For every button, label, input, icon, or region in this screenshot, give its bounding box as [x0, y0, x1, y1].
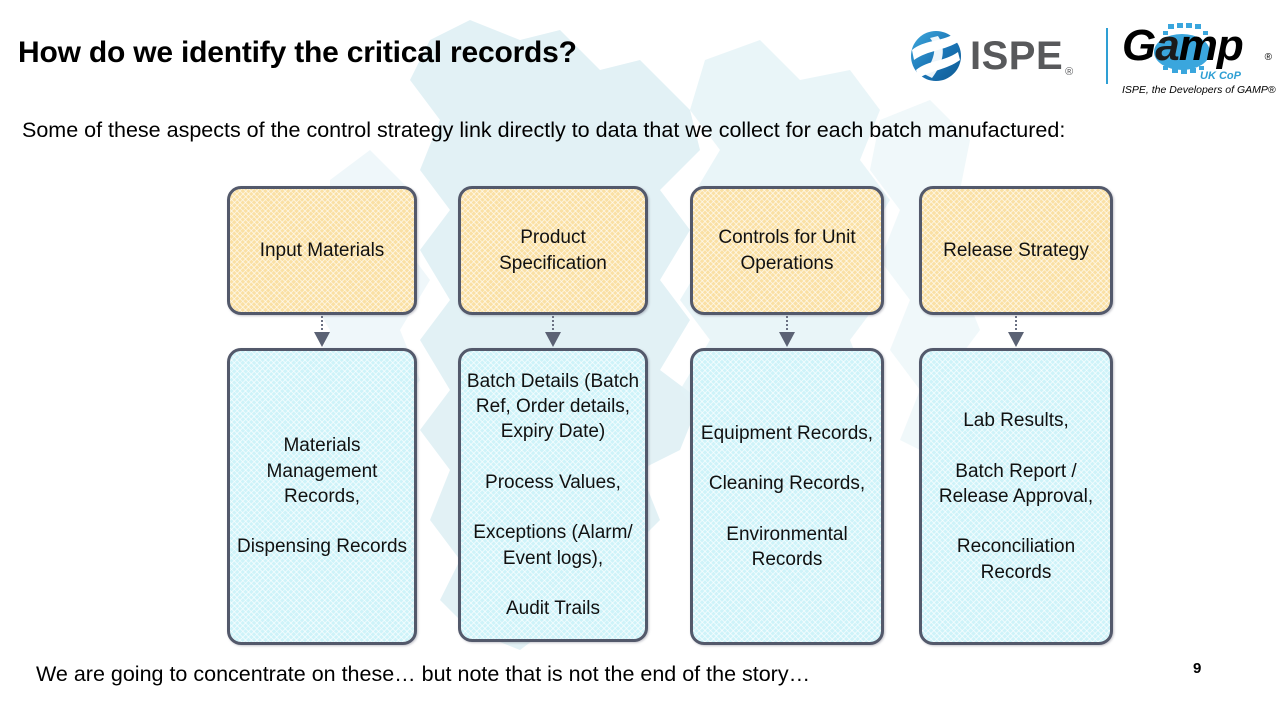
- gamp-letter-g: G: [1122, 21, 1156, 70]
- brand-logo-block: ISPE ® Gamp ®: [910, 22, 1276, 102]
- gamp-tagline: ISPE, the Developers of GAMP®: [1122, 84, 1276, 96]
- gamp-letters-mp: mp: [1178, 21, 1244, 70]
- arrow-head-2: [545, 332, 561, 347]
- arrow-head-1: [314, 332, 330, 347]
- records-box-3: Equipment Records, Cleaning Records, Env…: [690, 348, 884, 645]
- gamp-letters: Gamp: [1122, 21, 1244, 70]
- records-label-3: Equipment Records, Cleaning Records, Env…: [700, 422, 874, 571]
- down-arrow-icon-1: [314, 316, 330, 348]
- aspect-label-2: Product Specification: [499, 227, 607, 274]
- gamp-wordmark: Gamp ®: [1122, 22, 1272, 74]
- gamp-ellipse-icon: [1154, 34, 1210, 70]
- arrow-stem-4: [1015, 316, 1017, 334]
- aspect-box-1: Input Materials: [227, 186, 417, 315]
- records-label-1: Materials Management Records, Dispensing…: [236, 435, 408, 558]
- gamp-dots-icon: [1163, 23, 1208, 74]
- records-box-2: Batch Details (Batch Ref, Order details,…: [458, 348, 648, 642]
- ispe-wordmark: ISPE: [970, 34, 1064, 78]
- records-label-4: Lab Results, Batch Report / Release Appr…: [938, 410, 1094, 583]
- footnote-text: We are going to concentrate on these… bu…: [36, 662, 811, 686]
- ispe-logo: ISPE ®: [910, 30, 1073, 82]
- arrow-head-4: [1008, 332, 1024, 347]
- ispe-globe-icon: [911, 31, 961, 81]
- page-title: How do we identify the critical records?: [18, 36, 577, 69]
- aspect-label-1: Input Materials: [259, 239, 385, 261]
- intro-paragraph: Some of these aspects of the control str…: [22, 118, 1066, 142]
- gamp-registered-mark: ®: [1264, 52, 1272, 63]
- arrow-head-3: [779, 332, 795, 347]
- down-arrow-icon-4: [1008, 316, 1024, 348]
- records-box-4: Lab Results, Batch Report / Release Appr…: [919, 348, 1113, 645]
- records-box-1: Materials Management Records, Dispensing…: [227, 348, 417, 645]
- ispe-registered-mark: ®: [1065, 66, 1074, 78]
- gamp-subtitle: UK CoP: [1200, 70, 1241, 82]
- aspect-label-3: Controls for Unit Operations: [718, 227, 856, 274]
- records-label-2: Batch Details (Batch Ref, Order details,…: [466, 370, 640, 620]
- down-arrow-icon-2: [545, 316, 561, 348]
- logo-divider: [1106, 28, 1108, 84]
- aspect-box-4: Release Strategy: [919, 186, 1113, 315]
- page-number: 9: [1193, 660, 1202, 677]
- gamp-letter-a: a: [1155, 21, 1180, 70]
- aspect-box-2: Product Specification: [458, 186, 648, 315]
- aspect-label-4: Release Strategy: [943, 239, 1089, 261]
- down-arrow-icon-3: [779, 316, 795, 348]
- gamp-logo: Gamp ® UK CoP ISPE, the Developers of GA…: [1122, 22, 1276, 100]
- aspect-box-3: Controls for Unit Operations: [690, 186, 884, 315]
